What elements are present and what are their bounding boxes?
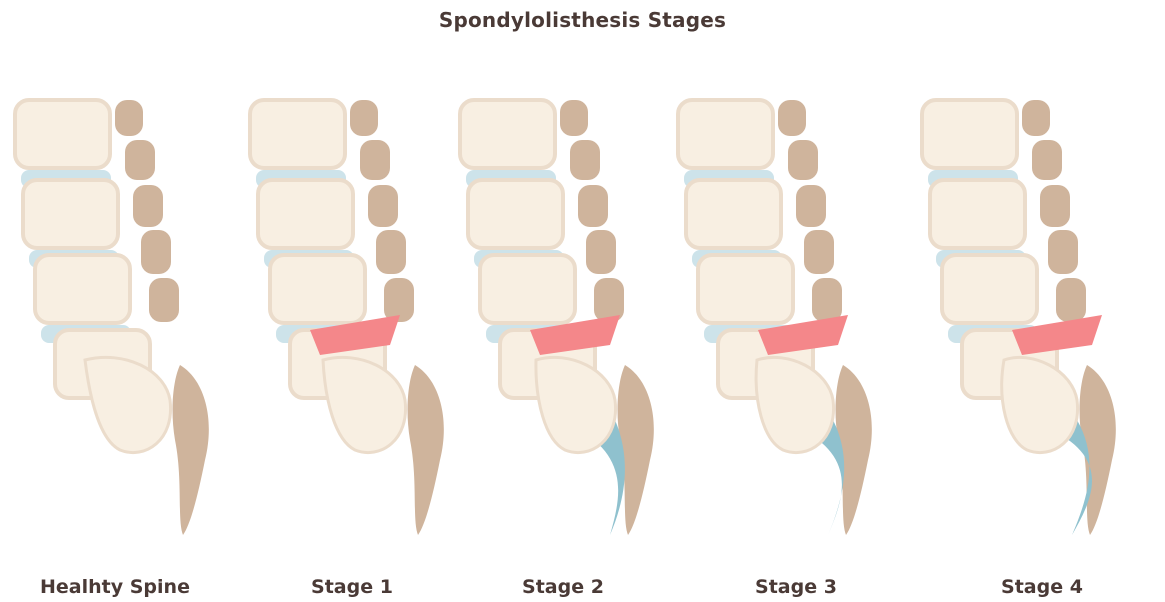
spinous-process xyxy=(804,230,834,274)
spinous-process xyxy=(125,140,155,180)
spinous-process xyxy=(1032,140,1062,180)
vertebral-body xyxy=(480,255,575,323)
spinous-process xyxy=(1022,100,1050,136)
spinous-process xyxy=(1056,278,1086,322)
vertebral-body xyxy=(686,180,781,248)
spinous-process xyxy=(360,140,390,180)
sacrum-tail xyxy=(408,365,444,535)
vertebral-body xyxy=(698,255,793,323)
stage-2-spine-illustration xyxy=(450,80,680,550)
vertebral-body xyxy=(23,180,118,248)
spinous-process xyxy=(560,100,588,136)
spinous-process xyxy=(141,230,171,274)
spine-panel-stage-3 xyxy=(668,80,898,550)
sacrum xyxy=(85,357,171,452)
sacrum xyxy=(323,357,406,452)
label-stage-3: Stage 3 xyxy=(676,576,916,598)
label-stage-2: Stage 2 xyxy=(443,576,683,598)
spinous-process xyxy=(778,100,806,136)
spine-panel-stage-2 xyxy=(450,80,680,550)
vertebral-body xyxy=(930,180,1025,248)
spinous-process xyxy=(1048,230,1078,274)
stage-3-spine-illustration xyxy=(668,80,898,550)
vertebral-body xyxy=(250,100,345,168)
vertebral-body xyxy=(460,100,555,168)
sacrum xyxy=(1002,357,1078,452)
vertebral-body xyxy=(270,255,365,323)
spinous-process xyxy=(570,140,600,180)
vertebral-body xyxy=(35,255,130,323)
spinous-process xyxy=(1040,185,1070,227)
spinous-process xyxy=(788,140,818,180)
vertebral-body xyxy=(15,100,110,168)
spinous-process xyxy=(149,278,179,322)
sacrum xyxy=(756,357,833,452)
healthy-spine-illustration xyxy=(5,80,235,550)
spinous-process xyxy=(368,185,398,227)
spinous-process xyxy=(133,185,163,227)
diagram-title: Spondylolisthesis Stages xyxy=(0,8,1165,32)
vertebral-body xyxy=(678,100,773,168)
sacrum-tail xyxy=(173,365,209,535)
spinous-process xyxy=(796,185,826,227)
spinous-process xyxy=(115,100,143,136)
spinous-process xyxy=(586,230,616,274)
spine-panel-healthy xyxy=(5,80,235,550)
spine-panel-stage-4 xyxy=(912,80,1142,550)
vertebral-body xyxy=(942,255,1037,323)
label-healthy-spine: Healhty Spine xyxy=(0,576,235,598)
vertebral-body xyxy=(468,180,563,248)
sacrum xyxy=(536,357,616,452)
spinous-process xyxy=(350,100,378,136)
label-stage-1: Stage 1 xyxy=(232,576,472,598)
spinous-process xyxy=(376,230,406,274)
spinous-process xyxy=(812,278,842,322)
vertebral-body xyxy=(258,180,353,248)
vertebral-body xyxy=(922,100,1017,168)
label-stage-4: Stage 4 xyxy=(922,576,1162,598)
spinous-process xyxy=(578,185,608,227)
stage-4-spine-illustration xyxy=(912,80,1142,550)
stage-1-spine-illustration xyxy=(240,80,470,550)
spine-panel-stage-1 xyxy=(240,80,470,550)
